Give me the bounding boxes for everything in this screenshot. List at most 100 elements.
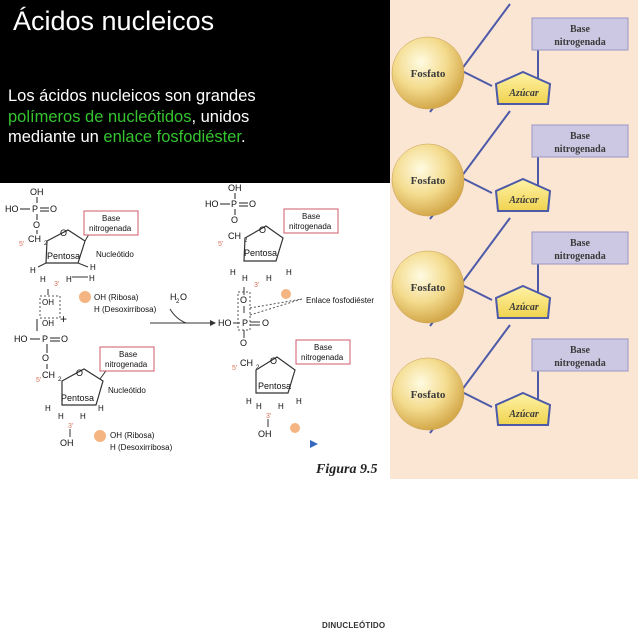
- svg-text:CH: CH: [240, 358, 253, 368]
- svg-text:Pentosa: Pentosa: [244, 248, 277, 258]
- svg-text:H: H: [58, 412, 64, 421]
- svg-text:OH: OH: [60, 438, 74, 448]
- svg-text:O: O: [76, 368, 83, 378]
- dinucleotide-svg: OH HO P O O 5' CH 2 O Pentosa: [5, 183, 374, 452]
- svg-text:Base: Base: [102, 214, 121, 223]
- svg-text:OH: OH: [42, 319, 54, 328]
- svg-text:H: H: [30, 266, 36, 275]
- svg-text:nitrogenada: nitrogenada: [289, 222, 332, 231]
- dinucleotido-label: DINUCLEÓTIDO: [322, 621, 386, 630]
- nucleotide-chain-svg: FosfatoAzúcarBasenitrogenadaFosfatoAzúca…: [391, 3, 629, 434]
- svg-text:HO: HO: [218, 318, 232, 328]
- svg-text:H: H: [80, 412, 86, 421]
- base-box: [531, 338, 629, 372]
- svg-text:OH: OH: [42, 298, 54, 307]
- base-label-line1: Base: [570, 131, 591, 142]
- svg-text:OH: OH: [228, 183, 242, 193]
- svg-text:P: P: [42, 334, 48, 344]
- svg-text:Pentosa: Pentosa: [258, 381, 291, 391]
- svg-text:O: O: [33, 220, 40, 230]
- slide-body-text: Los ácidos nucleicos son grandes polímer…: [8, 86, 278, 148]
- svg-text:H (Desoxirribosa): H (Desoxirribosa): [94, 305, 157, 314]
- svg-text:+: +: [60, 312, 67, 326]
- svg-text:H: H: [296, 397, 302, 406]
- svg-text:3': 3': [254, 282, 259, 289]
- svg-text:H: H: [66, 275, 72, 284]
- svg-text:H (Desoxirribosa): H (Desoxirribosa): [110, 443, 173, 452]
- svg-text:5': 5': [232, 365, 237, 372]
- svg-text:Base: Base: [302, 212, 321, 221]
- svg-text:H: H: [246, 397, 252, 406]
- base-label-line2: nitrogenada: [554, 251, 606, 262]
- svg-text:O: O: [42, 353, 49, 363]
- svg-text:O: O: [180, 292, 187, 302]
- svg-text:nitrogenada: nitrogenada: [105, 360, 148, 369]
- svg-text:Enlace fosfodiéster: Enlace fosfodiéster: [306, 296, 374, 305]
- fosfato-sphere: [391, 143, 465, 217]
- body-text-part-3: .: [241, 128, 246, 146]
- phosphate-sugar-bond: [459, 69, 493, 87]
- body-text-part-1: Los ácidos nucleicos son grandes: [8, 87, 256, 105]
- phosphate-sugar-bond: [459, 283, 493, 301]
- svg-text:O: O: [231, 215, 238, 225]
- figure-caption: Figura 9.5: [316, 462, 378, 477]
- fosfato-label: Fosfato: [411, 389, 446, 401]
- title-panel: Ácidos nucleicos Los ácidos nucleicos so…: [0, 0, 390, 183]
- fosfato-label: Fosfato: [411, 175, 446, 187]
- svg-text:Pentosa: Pentosa: [47, 251, 80, 261]
- fosfato-sphere: [391, 250, 465, 324]
- svg-text:H: H: [278, 402, 284, 411]
- svg-text:H: H: [230, 268, 236, 277]
- svg-text:5': 5': [218, 241, 223, 248]
- base-box: [531, 17, 629, 51]
- svg-text:H: H: [256, 402, 262, 411]
- svg-text:2: 2: [256, 365, 260, 371]
- svg-text:H: H: [242, 274, 248, 283]
- svg-text:3': 3': [68, 423, 73, 430]
- svg-text:OH (Ribosa): OH (Ribosa): [110, 431, 155, 440]
- svg-text:H: H: [40, 275, 46, 284]
- nucleotide-chain: FosfatoAzúcarBasenitrogenadaFosfatoAzúca…: [391, 3, 629, 434]
- svg-text:O: O: [61, 334, 68, 344]
- svg-text:5': 5': [19, 241, 24, 248]
- nucleotide-bottom-left: HO P O O 5' CH 2 O Pentosa: [14, 319, 173, 452]
- svg-text:P: P: [32, 204, 38, 214]
- nucleotide-top-left: OH HO P O O 5' CH 2 O Pentosa: [5, 187, 157, 314]
- svg-text:2: 2: [176, 299, 180, 305]
- svg-text:HO: HO: [205, 199, 219, 209]
- azucar-pentagon: [494, 70, 552, 105]
- azucar-pentagon: [494, 284, 552, 319]
- svg-text:Base: Base: [314, 343, 333, 352]
- water-label: H 2 O: [169, 292, 187, 324]
- svg-text:HO: HO: [5, 204, 19, 214]
- svg-text:CH: CH: [42, 370, 55, 380]
- svg-text:O: O: [240, 338, 247, 348]
- fosfato-label: Fosfato: [411, 68, 446, 80]
- dinucleotide-diagram: OH HO P O O 5' CH 2 O Pentosa: [0, 183, 390, 630]
- svg-text:5': 5': [36, 377, 41, 384]
- svg-text:3': 3': [54, 281, 59, 288]
- highlight-polimeros: polímeros de nucleótidos: [8, 107, 192, 126]
- svg-text:Nucleótido: Nucleótido: [96, 250, 134, 259]
- svg-text:nitrogenada: nitrogenada: [301, 353, 344, 362]
- svg-text:O: O: [240, 295, 247, 305]
- svg-text:2: 2: [44, 241, 48, 247]
- azucar-pentagon: [494, 391, 552, 426]
- phosphate-sugar-bond: [459, 176, 493, 194]
- svg-text:OH: OH: [30, 187, 44, 197]
- svg-text:HO: HO: [14, 334, 28, 344]
- svg-text:CH: CH: [228, 231, 241, 241]
- svg-text:O: O: [50, 204, 57, 214]
- svg-text:H: H: [45, 404, 51, 413]
- azucar-label: Azúcar: [508, 409, 539, 420]
- svg-text:H: H: [170, 292, 177, 302]
- base-label-line1: Base: [570, 24, 591, 35]
- svg-text:3': 3': [266, 413, 271, 420]
- azucar-label: Azúcar: [508, 88, 539, 99]
- base-box: [531, 124, 629, 158]
- svg-text:nitrogenada: nitrogenada: [89, 224, 132, 233]
- base-label-line2: nitrogenada: [554, 37, 606, 48]
- phosphate-sugar-bond: [459, 390, 493, 408]
